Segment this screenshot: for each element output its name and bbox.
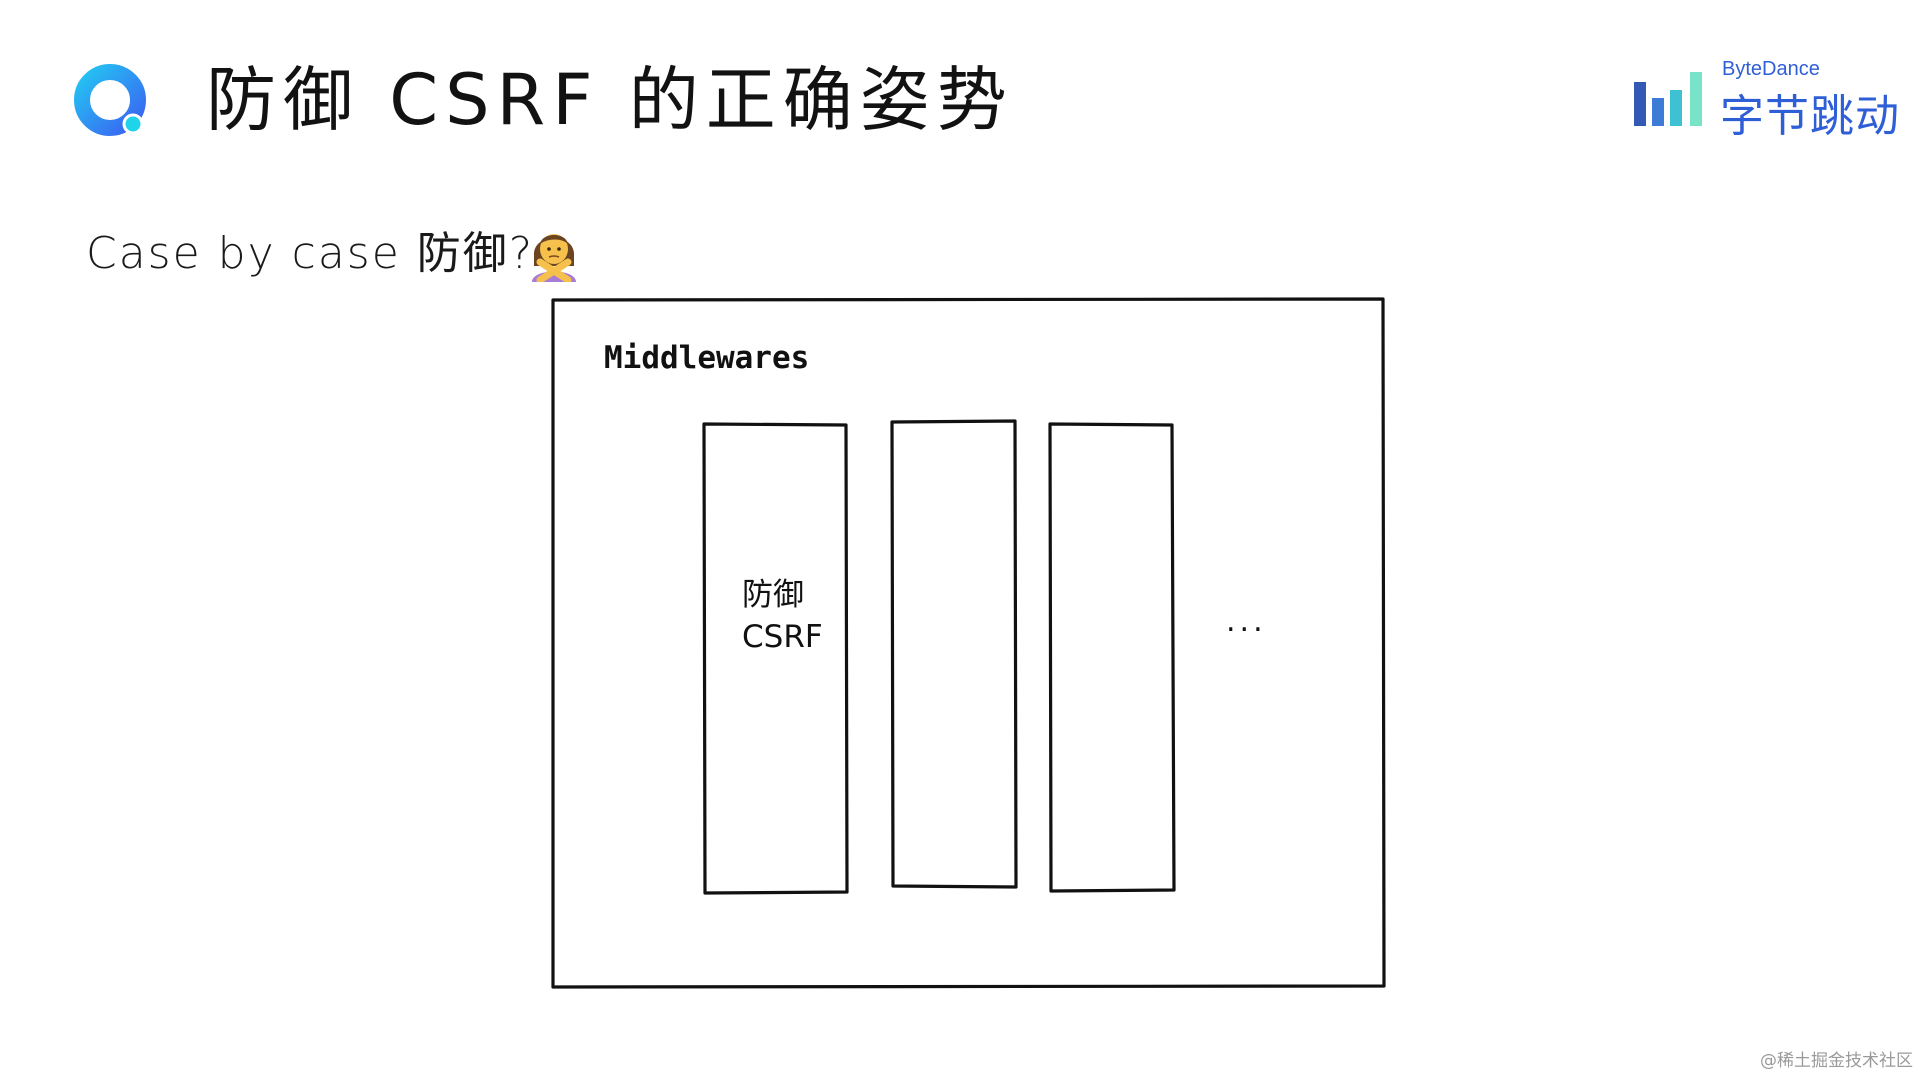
more-middlewares: ...	[1226, 604, 1267, 639]
middleware-1-line1: 防御	[742, 577, 804, 613]
bytedance-mark-icon	[1634, 72, 1702, 126]
middleware-1-label: 防御 CSRF	[742, 574, 823, 658]
subtitle: Case by case 防御?	[86, 228, 535, 279]
person-gesturing-no-icon	[532, 234, 576, 282]
middleware-1-line2: CSRF	[742, 619, 823, 655]
brand-name-en: ByteDance	[1722, 58, 1820, 80]
middleware-box-1	[702, 422, 849, 895]
middleware-box-3	[1048, 422, 1176, 893]
brand-logo: ByteDance 字节跳动	[1632, 56, 1912, 142]
middleware-box-2	[890, 419, 1018, 889]
middlewares-label: Middlewares	[604, 340, 810, 376]
brand-name-cn: 字节跳动	[1720, 91, 1900, 142]
page-title: 防御 CSRF 的正确姿势	[206, 59, 1014, 141]
footer-credit: @稀土掘金技术社区	[1760, 1051, 1913, 1071]
middlewares-container	[551, 297, 1386, 989]
app-logo-icon	[74, 64, 146, 136]
